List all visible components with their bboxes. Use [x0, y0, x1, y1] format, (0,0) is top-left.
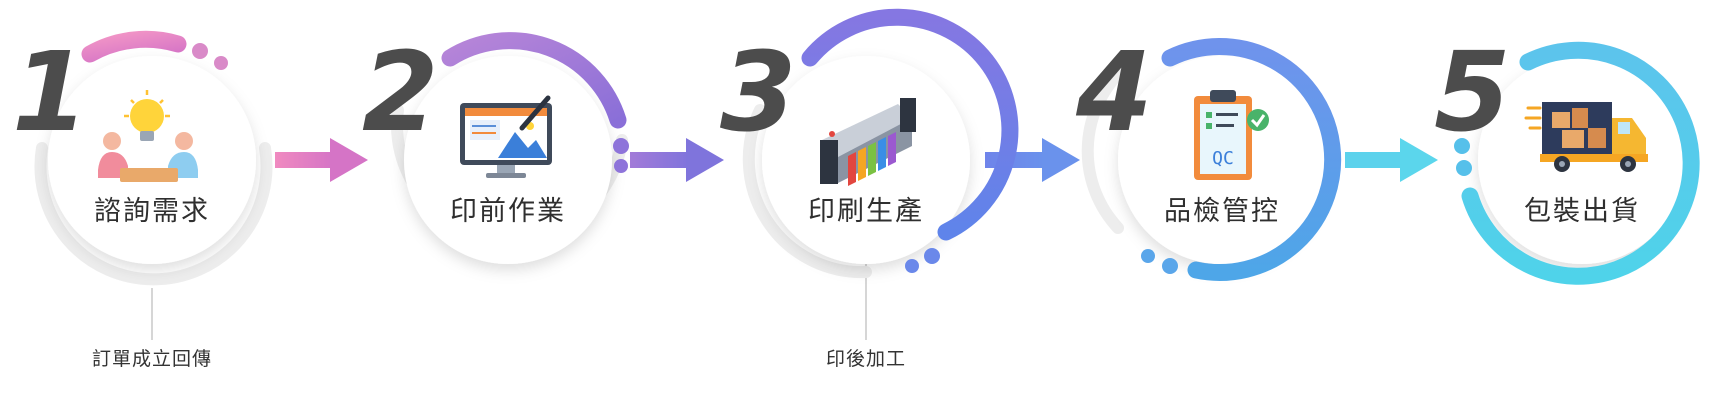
step-3-track: [742, 104, 872, 279]
step-1-label: 諮詢需求: [94, 196, 210, 227]
delivery-truck-icon: [1524, 102, 1648, 172]
step-2-label: 印前作業: [450, 196, 566, 227]
step-2-number: 2: [362, 28, 439, 156]
step-1-disc: [48, 56, 256, 264]
qc-clipboard-icon: QC: [1194, 90, 1269, 180]
printer-icon: [820, 98, 916, 186]
step-1-number: 1: [12, 28, 89, 156]
step-5-label: 包裝出貨: [1524, 196, 1640, 227]
step-4-track: [1081, 64, 1128, 234]
step-5-arc: [1461, 41, 1700, 285]
step-3-arc: [801, 8, 1019, 241]
svg-text:QC: QC: [1212, 148, 1234, 169]
meeting-lightbulb-icon: [98, 90, 198, 182]
step-1-arc: [81, 30, 187, 63]
step-2-arc: [441, 32, 627, 129]
sub-label-order-return: 訂單成立回傳: [92, 348, 212, 370]
sub-label-post-processing: 印後加工: [826, 348, 906, 370]
step-3-number: 3: [720, 28, 797, 156]
design-monitor-icon: [460, 95, 552, 178]
step-3-label: 印刷生產: [808, 196, 924, 227]
step-5-number: 5: [1434, 28, 1511, 156]
step-1: 1 諮詢需求: [12, 28, 273, 286]
step-4: 4 QC 品檢管控: [1075, 28, 1342, 281]
arrow-2-to-3: [630, 138, 724, 182]
step-3: 3 印刷生產: [720, 8, 1019, 279]
step-1-track: [34, 142, 273, 286]
step-4-label: 品檢管控: [1164, 196, 1280, 227]
arrow-1-to-2: [275, 138, 368, 182]
arrow-4-to-5: [1345, 138, 1438, 182]
step-4-number: 4: [1075, 28, 1153, 156]
step-2: 2 印前作業: [362, 28, 629, 264]
step-4-arc: [1161, 38, 1342, 281]
step-5: 5 包裝出貨: [1434, 28, 1700, 285]
